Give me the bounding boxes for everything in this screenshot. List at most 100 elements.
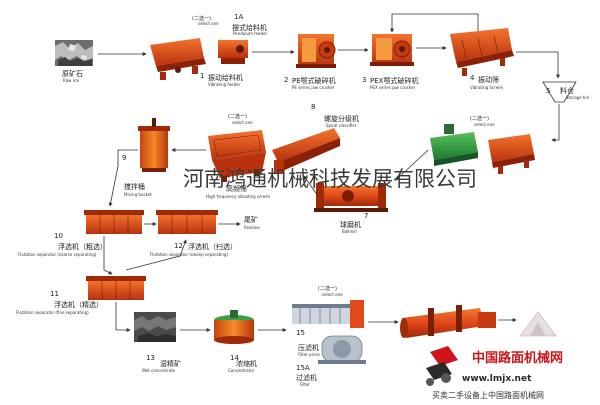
select-one-label-en: select one bbox=[232, 120, 253, 125]
arrow bbox=[108, 149, 138, 207]
arrow bbox=[516, 51, 560, 79]
pex-jaw-crusher-machine bbox=[370, 34, 414, 66]
vibrating-feeder-label: 振动给料机 bbox=[208, 73, 243, 82]
lmjx-logo bbox=[426, 346, 458, 386]
node-number: 4 bbox=[470, 74, 475, 82]
arrow bbox=[303, 175, 319, 197]
pe-jaw-crusher-machine bbox=[296, 34, 336, 68]
node-number: 9 bbox=[122, 154, 126, 162]
arrow bbox=[551, 104, 560, 142]
mixing-bucket-machine bbox=[138, 118, 170, 172]
pe-jaw-crusher-label-en: PE series jaw crusher bbox=[292, 85, 335, 90]
flotation-sweep-label: 浮选机（扫选） bbox=[188, 242, 237, 251]
vibrating-feeder-label-en: Vibrating feeder bbox=[208, 82, 241, 87]
mixing-bucket-label: 搅拌桶 bbox=[124, 182, 145, 191]
flotation-cell-12 bbox=[156, 210, 218, 234]
spiral-classifier-label-en: Spiral classifier bbox=[326, 123, 357, 128]
pendulum-feeder-6a-machine bbox=[488, 134, 535, 174]
node-number: 7 bbox=[364, 212, 368, 220]
storage-bin-label-en: Storage bin bbox=[566, 95, 590, 100]
filter-label-en: Filter bbox=[300, 382, 310, 387]
select-one-label-en: select one bbox=[198, 21, 219, 26]
select-one-label: (二选一) bbox=[470, 115, 489, 122]
filter-drum-machine bbox=[318, 335, 366, 364]
node-number: 14 bbox=[230, 354, 239, 362]
select-one-label: (二选一) bbox=[192, 15, 211, 22]
wet-concentrate-label: 湿精矿 bbox=[160, 359, 181, 368]
node-number: 15A bbox=[296, 364, 310, 372]
concentrator-label: 浓缩机 bbox=[236, 359, 257, 368]
flotation-cell-11 bbox=[86, 276, 146, 300]
storage-bin-shape bbox=[542, 81, 577, 103]
flotation-coarse-label: 浮选机（粗选） bbox=[58, 242, 107, 251]
pe-jaw-crusher-label: PE颚式破碎机 bbox=[292, 76, 336, 85]
select-one-label: (二选一) bbox=[228, 113, 247, 120]
ball-mill-label-en: Ballmill bbox=[342, 229, 357, 234]
vibrating-screen-machine bbox=[450, 28, 514, 76]
flotation-sweep-label-en: Flotation separator (sweep separating) bbox=[150, 252, 228, 257]
high-frequency-screen-label: 高频筛 bbox=[226, 184, 247, 193]
node-number: 2 bbox=[284, 76, 288, 84]
arrow bbox=[395, 149, 429, 181]
mixing-bucket-label-en: Mixing bucket bbox=[124, 192, 152, 197]
select-one-label: (二选一) bbox=[318, 285, 337, 292]
tailing-label-en: Residue bbox=[244, 225, 260, 230]
wet-concentrate-image bbox=[134, 312, 176, 342]
tailing-label: 尾矿 bbox=[244, 215, 258, 224]
ball-mill-machine bbox=[314, 183, 388, 212]
brand-name: 中国路面机械网 bbox=[472, 350, 563, 366]
company-watermark: 河南鸿通机械科技发展有限公司 bbox=[183, 167, 477, 191]
brand-tagline: 买卖二手设备上中国路面机械网 bbox=[432, 390, 544, 400]
node-number: 13 bbox=[146, 354, 155, 362]
flotation-fine-label: 浮选机（精选） bbox=[54, 300, 103, 309]
vibrating-feeder-machine bbox=[150, 38, 206, 80]
flotation-fine-label-en: Flotation separator (fine separating) bbox=[16, 310, 89, 315]
pendulum-feeder-machine bbox=[218, 40, 248, 64]
arrow bbox=[115, 302, 131, 332]
select-one-label-en: select one bbox=[474, 122, 495, 127]
concentrate-pile bbox=[519, 311, 557, 337]
pex-jaw-crusher-label-en: PEX series jaw crusher bbox=[370, 85, 416, 90]
high-frequency-screen-machine bbox=[208, 130, 266, 182]
vibrating-screen-label: 振动筛 bbox=[478, 75, 499, 84]
raw-ore-image bbox=[55, 40, 93, 66]
filter-press-label: 压滤机 bbox=[298, 343, 319, 352]
flotation-cell-10 bbox=[84, 210, 144, 234]
node-number: 5 bbox=[546, 87, 550, 95]
spiral-classifier-label: 螺旋分级机 bbox=[324, 114, 359, 123]
ball-mill-label: 球磨机 bbox=[340, 220, 361, 229]
pex-jaw-crusher-label: PEX颚式破碎机 bbox=[370, 76, 418, 85]
node-number: 1A bbox=[234, 13, 243, 21]
node-number: 8 bbox=[311, 103, 315, 111]
storage-bin-label: 料仓 bbox=[560, 86, 574, 95]
return-arrow bbox=[390, 13, 479, 33]
flotation-coarse-label-en: Flotation separator (coarse separating) bbox=[18, 252, 97, 257]
raw-ore-label: 原矿石 bbox=[62, 69, 83, 78]
rotary-dryer-machine bbox=[400, 305, 496, 338]
node-number: 3 bbox=[362, 76, 366, 84]
node-number: 10 bbox=[54, 232, 63, 240]
arrow bbox=[125, 239, 187, 271]
brand-url: www.lmjx.net bbox=[462, 374, 532, 384]
node-number: 1 bbox=[200, 72, 204, 80]
filter-press-machine bbox=[292, 300, 364, 328]
filter-label: 过滤机 bbox=[296, 373, 317, 382]
high-frequency-screen-label-en: High frequency vibrating screen bbox=[206, 194, 271, 199]
spiral-classifier-machine bbox=[272, 128, 340, 174]
select-one-label-en: select one bbox=[322, 292, 343, 297]
node-number: 12 bbox=[174, 242, 183, 250]
concentrator-label-en: Concentrator bbox=[228, 368, 255, 373]
pendulum-feeder-label-en: Pendulum feeder bbox=[233, 31, 267, 36]
raw-ore-label-en: Raw ore bbox=[63, 78, 80, 83]
arrow bbox=[103, 236, 113, 275]
electric-magnetic-feeder-machine bbox=[430, 124, 478, 166]
wet-concentrate-label-en: Wet concentrate bbox=[142, 368, 176, 373]
node-number: 15 bbox=[296, 329, 305, 337]
concentrator-thickener-machine bbox=[214, 310, 254, 344]
vibrating-screen-label-en: Vibrating Screen bbox=[470, 85, 504, 90]
pendulum-feeder-label: 摆式给料机 bbox=[232, 23, 267, 32]
node-number: 11 bbox=[50, 290, 59, 298]
filter-press-label-en: Filter press bbox=[298, 352, 320, 357]
